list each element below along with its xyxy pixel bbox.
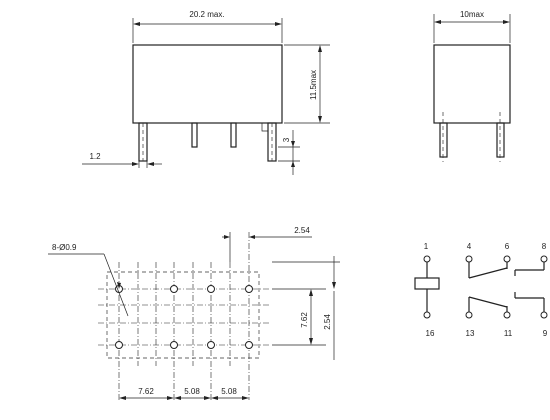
bottom-dim-1: 7.62 [138, 387, 154, 396]
coil-symbol [414, 277, 440, 290]
relay-schematic: 1 4 6 8 16 13 11 9 [414, 242, 548, 338]
hole-leader-line [103, 253, 129, 317]
pcb-holes [115, 285, 253, 349]
right-pitch-label: 2.54 [323, 314, 332, 330]
side-pin-right [496, 122, 505, 158]
pcb-grid-vertical [118, 232, 250, 400]
relay-body-front [132, 44, 283, 124]
top-pitch-label: 2.54 [294, 226, 310, 235]
pin-offset-label: 1.2 [89, 152, 101, 161]
width-label: 20.2 max. [189, 10, 224, 19]
contact-set-lower [465, 292, 548, 319]
pcb-hole [207, 341, 215, 349]
pcb-hole [207, 285, 215, 293]
pin-label-11: 11 [504, 329, 513, 338]
row-spacing-label: 7.62 [300, 312, 309, 328]
pin-label-16: 16 [426, 329, 435, 338]
pcb-hole [245, 341, 253, 349]
side-pin-left [439, 122, 448, 158]
bottom-dim-2: 5.08 [184, 387, 200, 396]
terminal-4 [465, 255, 473, 263]
side-width-label: 10max [460, 10, 484, 19]
terminal-6 [503, 255, 511, 263]
front-pins [138, 122, 277, 162]
pin-length-label: 3 [282, 137, 291, 142]
terminal-16 [423, 311, 431, 319]
terminal-1 [423, 255, 431, 263]
contact-arm-lower [468, 296, 508, 308]
pin-label-4: 4 [467, 242, 472, 251]
pin-2 [191, 122, 198, 148]
pin-label-13: 13 [466, 329, 475, 338]
pin-label-8: 8 [542, 242, 547, 251]
contact-set-upper [465, 255, 548, 279]
pin-label-6: 6 [505, 242, 510, 251]
terminal-13 [465, 311, 473, 319]
pin-3 [230, 122, 237, 148]
front-view: 20.2 max. 11.5max 3 1.2 [82, 10, 330, 175]
pcb-hole [170, 285, 178, 293]
relay-body-side [433, 44, 511, 124]
pin-label-1: 1 [424, 242, 429, 251]
pcb-grid-horizontal [98, 288, 270, 346]
pcb-hole [170, 341, 178, 349]
hole-label: 8-Ø0.9 [52, 243, 77, 252]
pin-4 [267, 122, 277, 162]
terminal-8 [540, 255, 548, 263]
pin-1 [138, 122, 148, 162]
contact-arm-upper [468, 267, 508, 279]
terminal-11 [503, 311, 511, 319]
side-view: 10max [433, 10, 511, 162]
height-label: 11.5max [309, 70, 318, 100]
pcb-hole [245, 285, 253, 293]
pcb-layout: 8-Ø0.9 2.54 7.62 2.54 7.62 5.08 5.0 [48, 226, 340, 400]
bottom-dim-3: 5.08 [221, 387, 237, 396]
pin-label-9: 9 [543, 329, 548, 338]
terminal-9 [540, 311, 548, 319]
relay-coil [414, 255, 440, 319]
pcb-hole [115, 341, 123, 349]
